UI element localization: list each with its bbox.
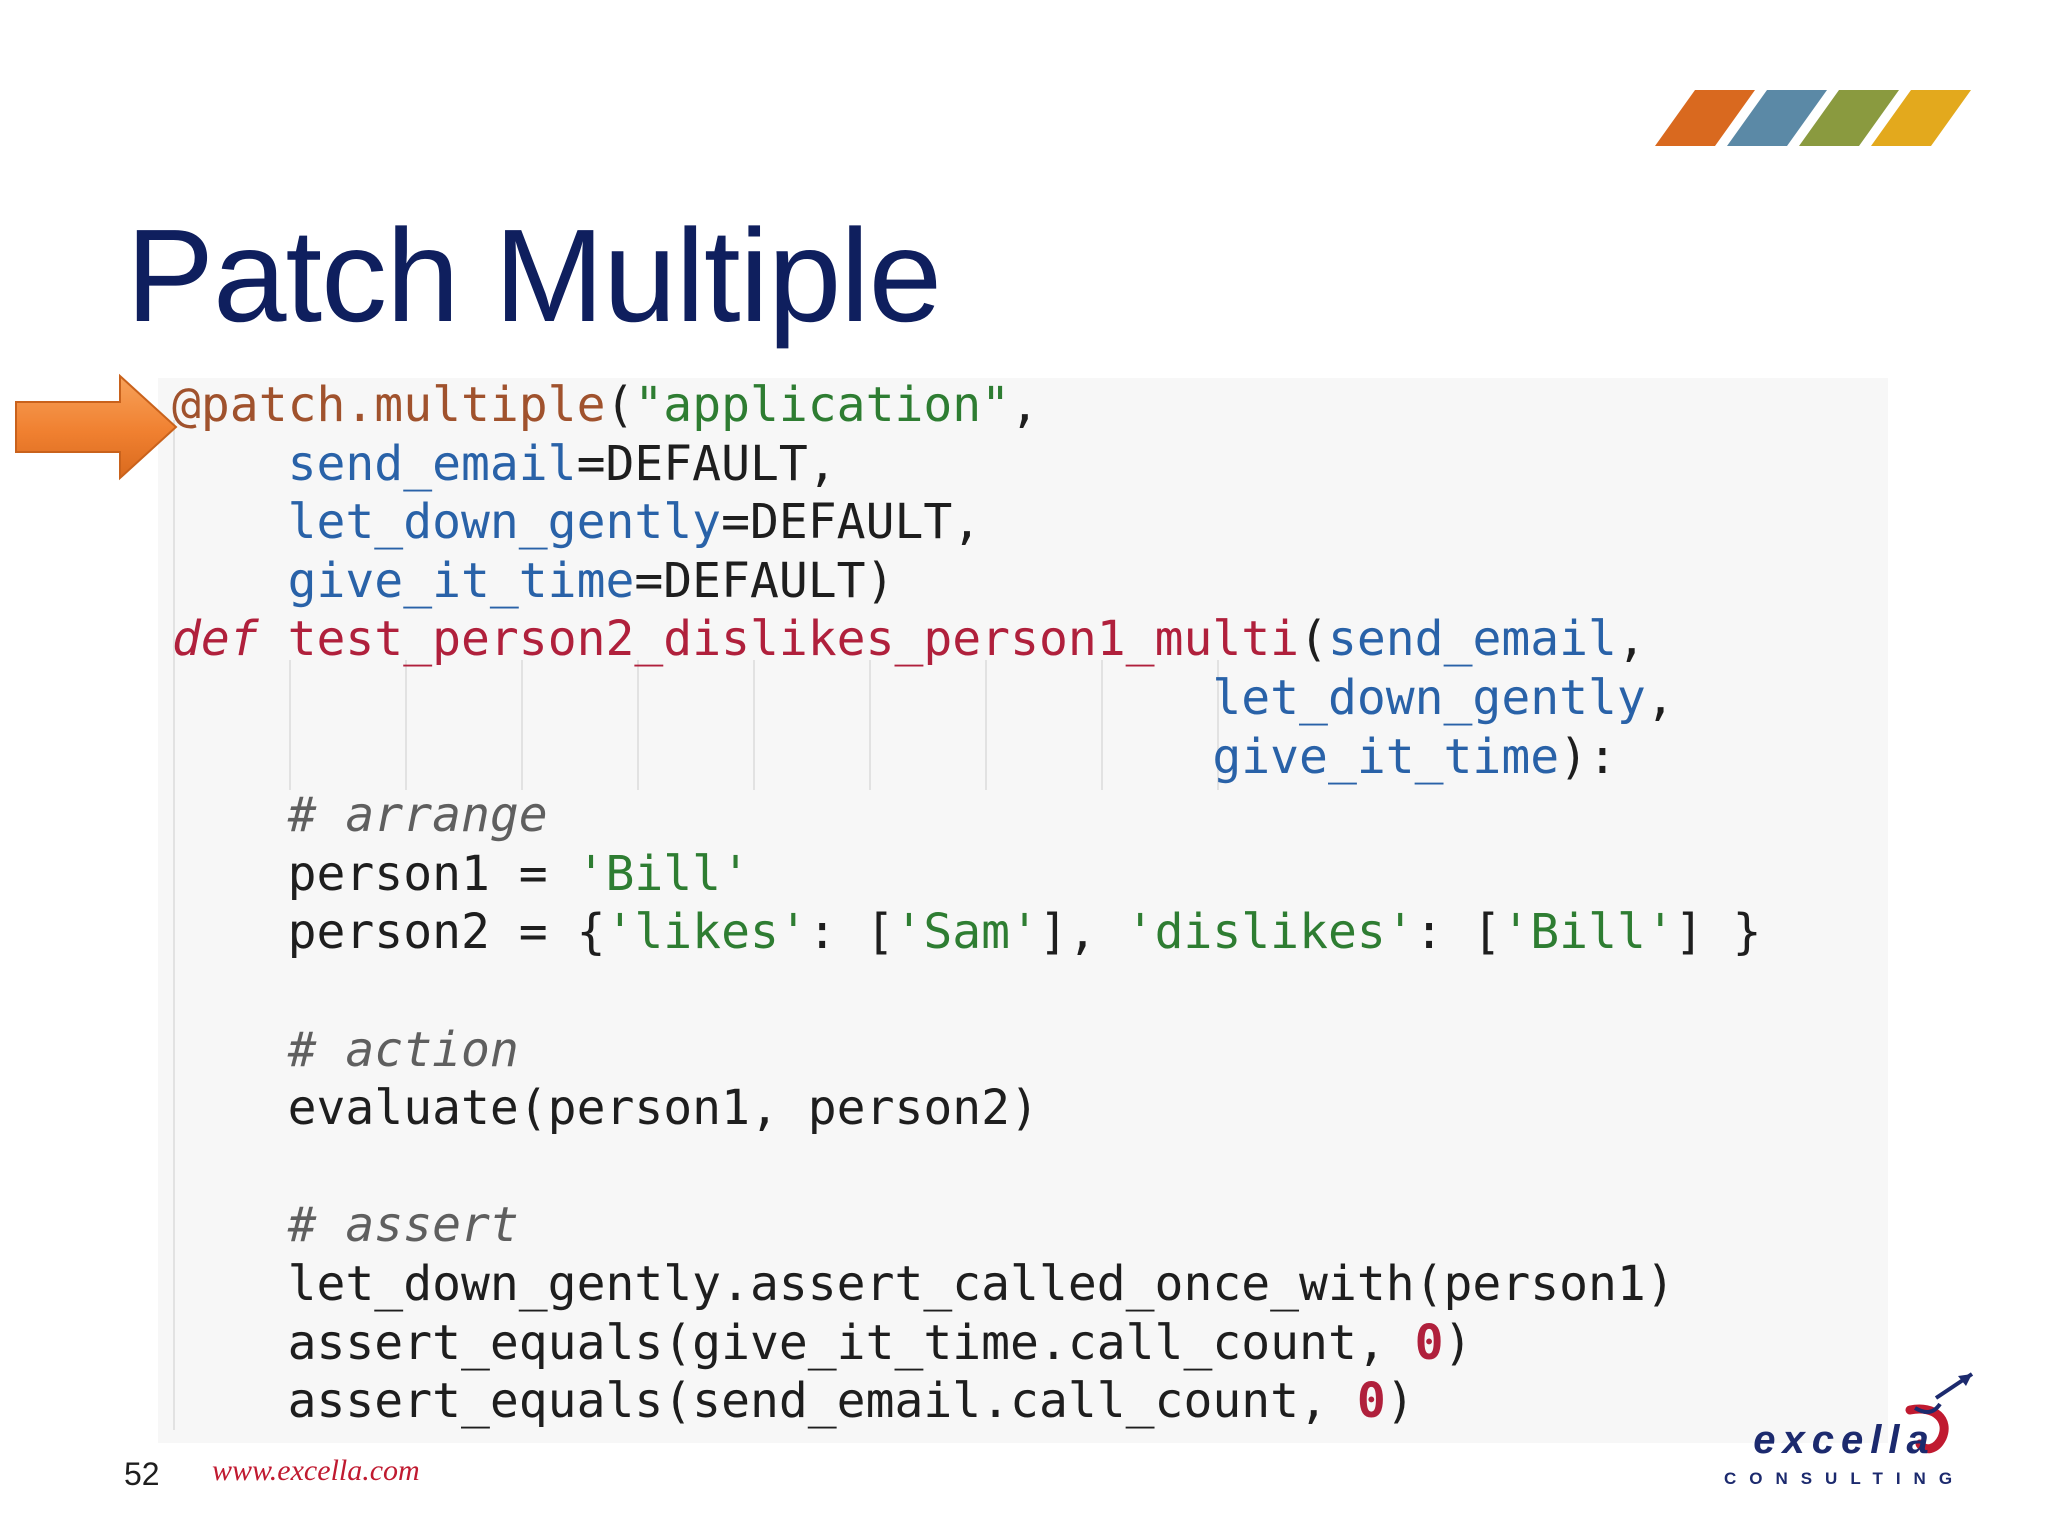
code-token: DEFAULT [663, 552, 866, 609]
stripe-blue [1727, 90, 1827, 146]
code-token [172, 494, 288, 550]
code-token: 0 [1414, 1314, 1444, 1371]
code-token: give_it_time [287, 552, 635, 609]
code-token: assert_equals(send_email.call_count, [172, 1373, 1357, 1430]
code-token: "application" [634, 377, 1011, 433]
code-token [172, 729, 1212, 785]
code-token: send_email [1327, 611, 1617, 668]
code-token: ( [605, 377, 635, 433]
code-token: = [576, 435, 606, 492]
code-token: send_email [287, 435, 577, 492]
code-token: let_down_gently [287, 494, 722, 551]
code-line [172, 962, 1761, 1021]
website-link: www.excella.com [212, 1454, 420, 1487]
code-token: evaluate(person1, person2) [172, 1080, 1039, 1137]
code-line [172, 1138, 1761, 1197]
code-token: assert_equals(give_it_time.call_count, [172, 1314, 1415, 1371]
code-token: # action [287, 1021, 519, 1078]
arrow-right-icon [15, 373, 178, 481]
logo-tagline: CONSULTING [1723, 1469, 1966, 1488]
code-token [172, 670, 1212, 726]
code-token: let_down_gently.assert_called_once_with(… [172, 1255, 1675, 1312]
code-token: # arrange [287, 787, 548, 844]
code-line: # assert [172, 1196, 1761, 1255]
code-line: # arrange [172, 786, 1761, 845]
code-line: let_down_gently=DEFAULT, [172, 493, 1761, 552]
code-line: # action [172, 1021, 1761, 1080]
code-token: ) [1443, 1314, 1473, 1371]
code-token: : [ [1414, 904, 1502, 961]
code-token [172, 553, 288, 609]
code-token: # assert [287, 1197, 519, 1254]
decorative-stripes [1655, 90, 1971, 146]
code-line: @patch.multiple("application", [172, 376, 1761, 435]
code-token: DEFAULT [749, 494, 953, 551]
code-token: def [172, 611, 259, 668]
code-token: 'Bill' [576, 845, 750, 902]
code-token [259, 611, 288, 667]
code-token: ], [1038, 904, 1126, 961]
code-line: give_it_time): [172, 728, 1761, 787]
code-token [172, 787, 288, 843]
code-token: ) [865, 552, 895, 609]
code-token: ) [1385, 1373, 1415, 1430]
code-token: , [952, 494, 982, 551]
code-token: ] } [1674, 904, 1762, 961]
code-token [172, 436, 288, 492]
code-token: : [ [807, 904, 895, 961]
stripe-green [1799, 90, 1899, 146]
code-token: DEFAULT [605, 435, 808, 492]
page-number: 52 [124, 1456, 160, 1492]
logo-wordmark: excella [1753, 1418, 1936, 1462]
code-token: test_person2_dislikes_person1_multi [287, 611, 1300, 668]
code-token: = [721, 494, 750, 551]
code-line: assert_equals(give_it_time.call_count, 0… [172, 1314, 1761, 1373]
code-line: let_down_gently, [172, 669, 1761, 728]
code-listing: @patch.multiple("application", send_emai… [172, 376, 1761, 1431]
code-line: def test_person2_dislikes_person1_multi(… [172, 610, 1761, 669]
code-token: = [634, 552, 664, 609]
code-token: person2 = { [172, 904, 606, 961]
code-token: , [1616, 611, 1646, 668]
code-token [172, 1197, 288, 1253]
code-token: ): [1559, 728, 1617, 785]
code-token: , [1010, 377, 1039, 433]
code-token: 'Sam' [894, 904, 1039, 961]
slide-title: Patch Multiple [126, 202, 942, 349]
code-token: ( [1299, 611, 1328, 668]
code-token: , [807, 435, 837, 492]
code-token: , [1645, 669, 1675, 726]
code-token: give_it_time [1212, 728, 1560, 785]
excella-logo-icon [1905, 1372, 1974, 1454]
code-token: 'dislikes' [1125, 904, 1415, 961]
code-line: person1 = 'Bill' [172, 845, 1761, 904]
code-token: 'Bill' [1501, 904, 1675, 961]
code-token: let_down_gently [1212, 669, 1646, 726]
code-line: send_email=DEFAULT, [172, 435, 1761, 494]
code-line: give_it_time=DEFAULT) [172, 552, 1761, 611]
code-token: person1 = [172, 845, 577, 902]
code-line: assert_equals(send_email.call_count, 0) [172, 1372, 1761, 1431]
code-token: 'likes' [605, 904, 808, 961]
stripe-yellow [1871, 90, 1971, 146]
stripe-orange [1655, 90, 1755, 146]
code-token: 0 [1356, 1373, 1386, 1430]
code-token [172, 1022, 288, 1078]
code-block-background [158, 378, 1888, 1443]
code-line: let_down_gently.assert_called_once_with(… [172, 1255, 1761, 1314]
code-line: person2 = {'likes': ['Sam'], 'dislikes':… [172, 903, 1762, 962]
code-token: @patch.multiple [172, 377, 606, 433]
code-line: evaluate(person1, person2) [172, 1079, 1761, 1138]
